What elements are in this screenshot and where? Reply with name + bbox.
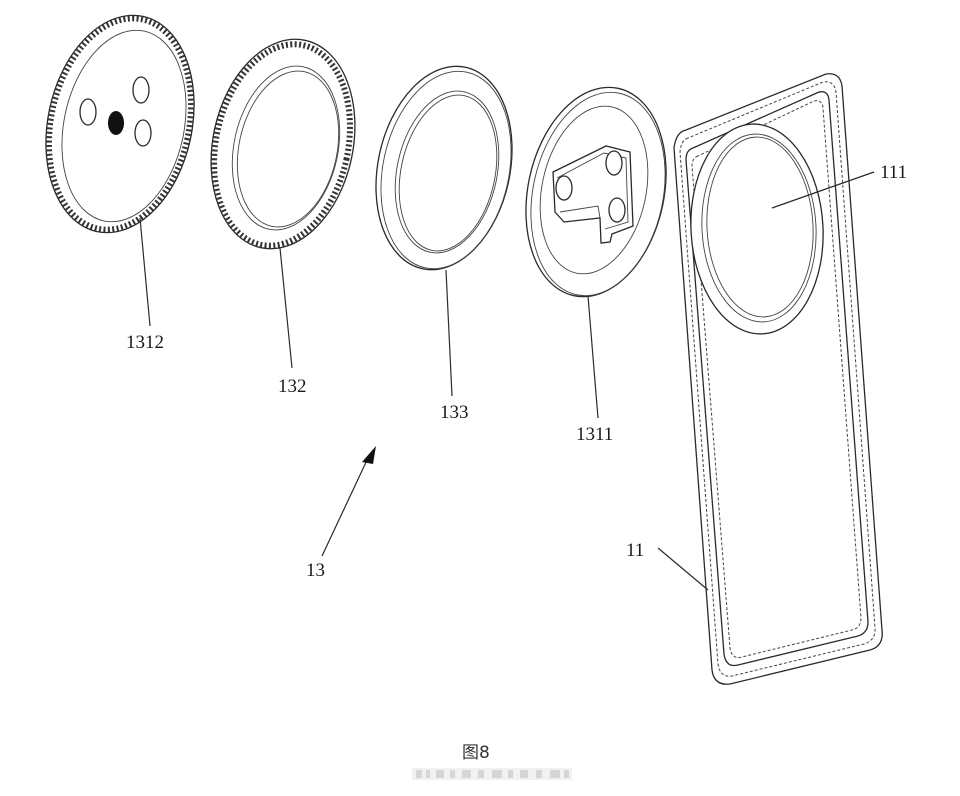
figure-caption: 图8 (462, 743, 490, 763)
ring-132 (210, 38, 356, 250)
lens-hole-1 (79, 98, 97, 126)
assembly-arrow-shaft (321, 457, 369, 557)
leader-132 (279, 247, 293, 369)
watermark-strip (412, 768, 572, 780)
label-1311: 1311 (576, 424, 613, 445)
back-cover-11 (673, 73, 883, 685)
ring-133 (375, 65, 513, 271)
camera-bracket-1311 (525, 86, 667, 298)
leader-1311 (587, 295, 599, 419)
lens-hole-2 (132, 76, 150, 104)
arrow-head-icon (362, 446, 376, 464)
label-133: 133 (440, 402, 469, 423)
label-111: 111 (880, 162, 907, 183)
leader-1312 (139, 217, 151, 327)
label-1312: 1312 (126, 332, 164, 353)
flash-hole (108, 111, 124, 135)
leader-111 (771, 171, 875, 209)
leader-133 (445, 269, 453, 397)
label-132: 132 (278, 376, 307, 397)
leader-11 (657, 547, 709, 591)
lens-cover-1312 (45, 14, 195, 234)
label-13: 13 (306, 560, 325, 581)
lens-hole-3 (134, 119, 152, 147)
leader-lines (139, 171, 875, 591)
label-11: 11 (626, 540, 644, 561)
